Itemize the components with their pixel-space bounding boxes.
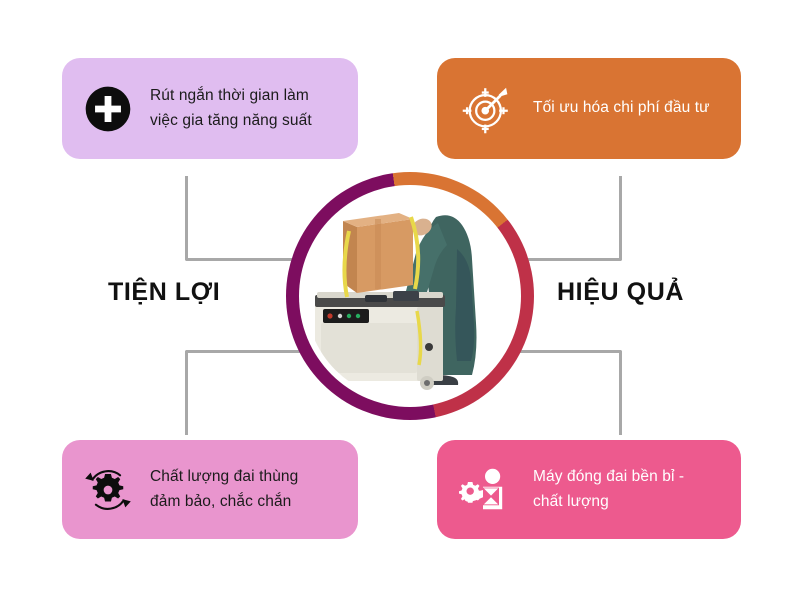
feature-card-text: Chất lượng đai thùng đảm bảo, chắc chắn [150,468,299,510]
target-arrow-icon [459,81,515,137]
side-label-left: TIỆN LỢI [108,278,221,306]
connector-top-left [185,176,325,261]
feature-card-text: Máy đóng đai bền bỉ - chất lượng [533,468,685,510]
feature-card-bottom-left[interactable]: Chất lượng đai thùng đảm bảo, chắc chắn [62,440,358,539]
plus-circle-icon [80,81,136,137]
feature-card-bottom-right[interactable]: Máy đóng đai bền bỉ - chất lượng [437,440,741,539]
feature-card-text: Tối ưu hóa chi phí đầu tư [533,99,710,117]
feature-card-top-left[interactable]: Rút ngắn thời gian làm việc gia tăng năn… [62,58,358,159]
feature-card-top-right[interactable]: Tối ưu hóa chi phí đầu tư [437,58,741,159]
side-label-right: HIỆU QUẢ [557,278,685,306]
connector-bottom-left [185,350,325,435]
feature-card-text: Rút ngắn thời gian làm việc gia tăng năn… [150,87,312,129]
strapping-machine-photo [305,191,515,401]
person-package-gear-icon [459,462,515,518]
connector-top-right [482,176,622,261]
gear-cycle-icon [80,462,136,518]
center-hub [286,172,534,420]
connector-bottom-right [482,350,622,435]
